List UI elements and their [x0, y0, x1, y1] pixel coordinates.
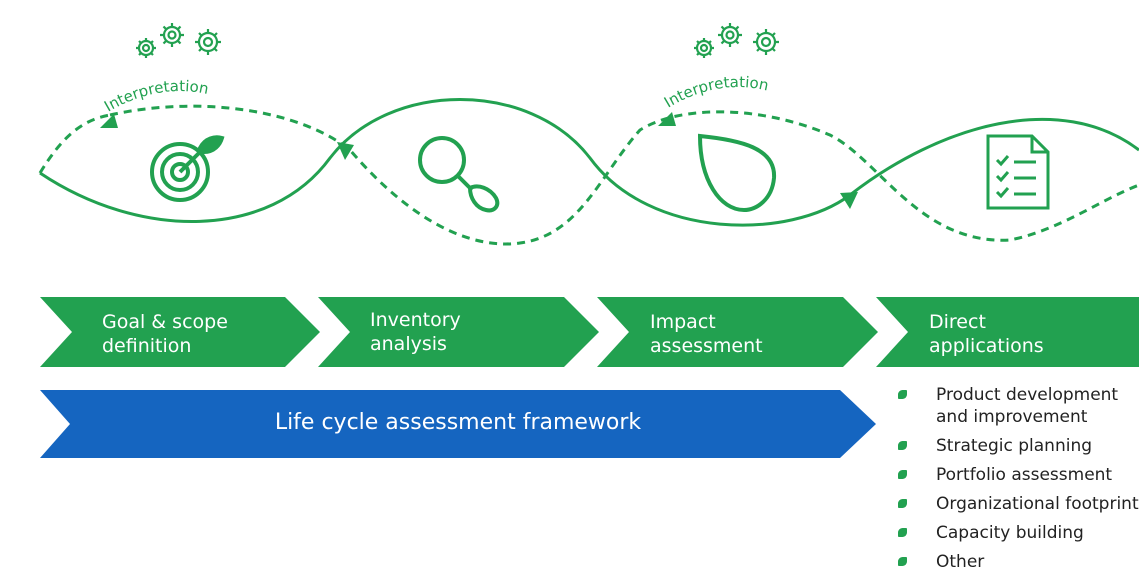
stage-chevron-goal: [40, 297, 320, 367]
interpretation-label: Interpretation: [661, 73, 770, 111]
arrow-head-icon: [100, 114, 118, 128]
list-item: Product development and improvement: [896, 384, 1139, 428]
stage-chevron-applications: [876, 297, 1139, 367]
stage-chevron-inventory: [318, 297, 599, 367]
leaf-bullet-icon: [898, 470, 907, 479]
leaf-bullet-icon: [898, 528, 907, 537]
leaf-bullet-icon: [898, 441, 907, 450]
checklist-icon: [986, 134, 1050, 210]
gears-icon: [136, 23, 221, 58]
list-item: Capacity building: [896, 522, 1139, 544]
leaf-bullet-icon: [898, 557, 907, 566]
framework-arrow: [40, 390, 876, 458]
list-item: Strategic planning: [896, 435, 1139, 457]
list-item: Other: [896, 551, 1139, 573]
interpretation-label: Interpretation: [101, 77, 210, 116]
leaf-bullet-icon: [898, 499, 907, 508]
stage-chevron-impact: [597, 297, 878, 367]
arrow-head-icon: [658, 112, 676, 126]
list-item: Organizational footprint: [896, 493, 1139, 515]
dashed-wave: [38, 104, 1139, 246]
arrow-head-icon: [337, 142, 354, 160]
arrow-head-icon: [840, 192, 858, 209]
list-item: Portfolio assessment: [896, 464, 1139, 486]
leaf-bullet-icon: [898, 390, 907, 399]
magnifier-icon: [418, 136, 500, 213]
target-icon: [150, 135, 225, 202]
leaf-icon: [697, 133, 777, 213]
solid-wave: [39, 98, 1139, 227]
framework-label: Life cycle assessment framework: [274, 410, 642, 435]
gears-icon: [694, 23, 779, 58]
applications-list: Product development and improvement Stra…: [896, 384, 1139, 580]
